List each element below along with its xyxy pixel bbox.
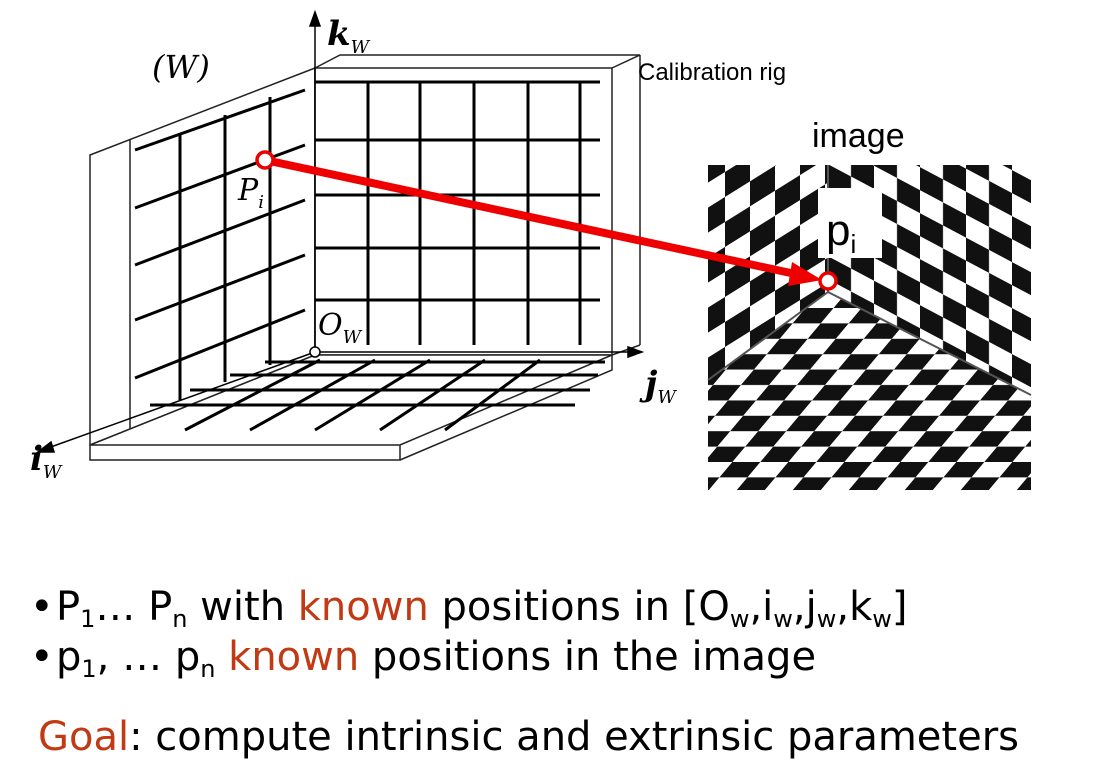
keyword-known: known xyxy=(297,584,429,630)
world-axes xyxy=(35,9,645,453)
world-frame-label: (W) xyxy=(152,48,210,86)
calibration-rig-title: Calibration rig xyxy=(638,59,786,86)
bullet-list: •P1… Pn with known positions in [Ow,iw,j… xyxy=(30,582,1090,682)
back-wall-grid xyxy=(315,80,600,345)
image-title: image xyxy=(812,117,905,155)
keyword-known: known xyxy=(228,634,360,680)
world-point-label: Pi xyxy=(237,173,264,213)
bullet-marker: • xyxy=(30,634,54,680)
goal-keyword: Goal xyxy=(38,714,130,760)
world-origin-point xyxy=(309,346,321,358)
image-point-marker xyxy=(818,271,838,291)
bullet-world-points: •P1… Pn with known positions in [Ow,iw,j… xyxy=(30,584,908,634)
world-point-marker xyxy=(255,150,275,170)
axis-i-label: iW xyxy=(30,439,63,483)
left-wall-grid xyxy=(134,88,306,400)
floor-grid xyxy=(150,358,605,432)
origin-label: OW xyxy=(318,308,363,348)
rig-back-wall xyxy=(314,67,613,356)
bullet-marker: • xyxy=(30,584,54,630)
checkerboard-image xyxy=(707,165,1032,490)
axis-j-label: jW xyxy=(639,364,677,408)
goal-text: : compute intrinsic and extrinsic parame… xyxy=(129,714,1019,760)
goal-statement: Goal: compute intrinsic and extrinsic pa… xyxy=(38,712,1019,762)
projection-arrow xyxy=(264,156,822,286)
axis-k-label: kW xyxy=(327,14,371,58)
image-point-label: pi xyxy=(826,206,856,259)
bullet-image-points: •p1, … pn known positions in the image xyxy=(30,634,817,684)
